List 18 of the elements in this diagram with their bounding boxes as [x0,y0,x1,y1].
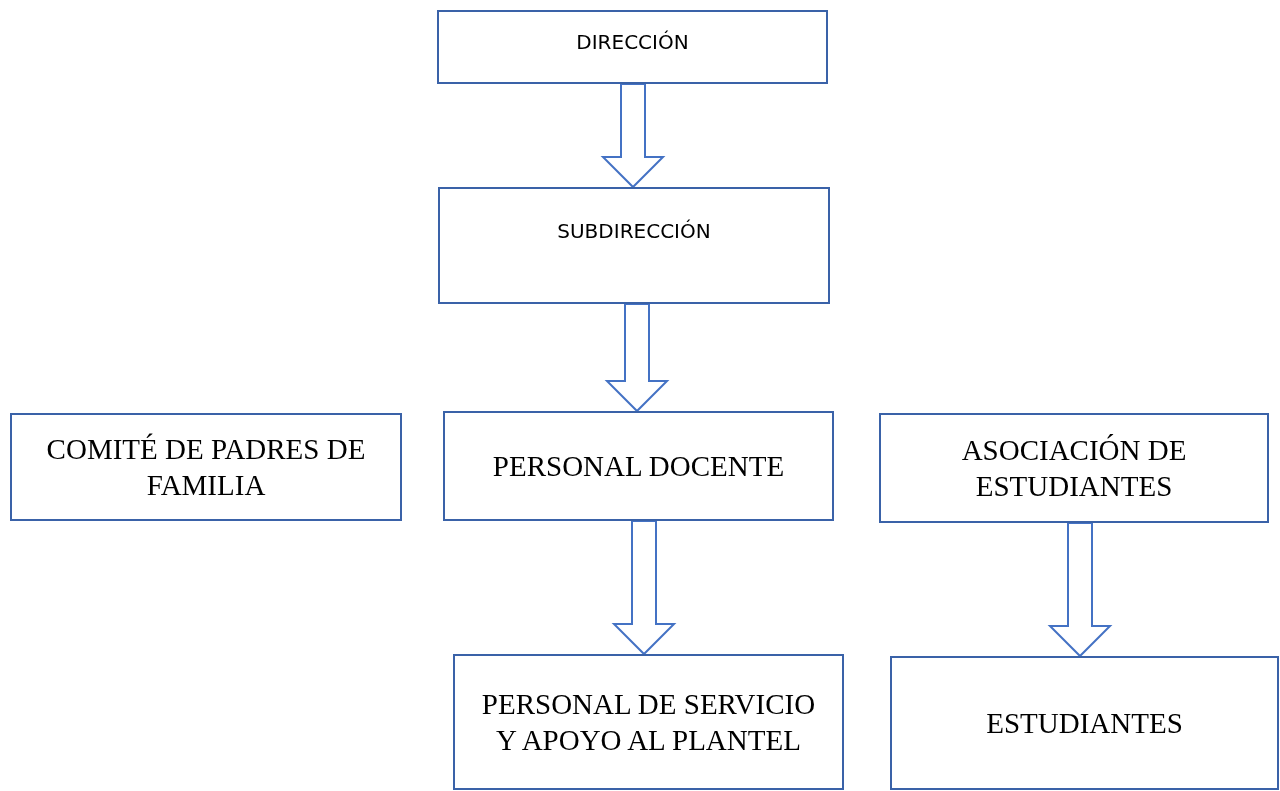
block-arrow [1047,522,1113,658]
org-box [453,654,844,790]
org-box [437,10,828,84]
org-box [10,413,402,521]
box-label: ASOCIACIÓN DE ESTUDIANTES [960,433,1188,504]
box-label: PERSONAL DOCENTE [492,449,785,484]
box-label: COMITÉ DE PADRES DE FAMILIA [45,432,367,503]
block-arrow [604,303,670,413]
block-arrow [600,83,666,189]
org-box [443,411,834,521]
block-arrow [611,520,677,656]
box-label: SUBDIRECCIÓN [557,219,711,243]
org-box [890,656,1279,790]
box-label: ESTUDIANTES [986,706,1183,741]
box-label: PERSONAL DE SERVICIO Y APOYO AL PLANTEL [480,687,817,758]
org-box [879,413,1269,523]
box-label: DIRECCIÓN [576,30,689,54]
org-box [438,187,830,304]
